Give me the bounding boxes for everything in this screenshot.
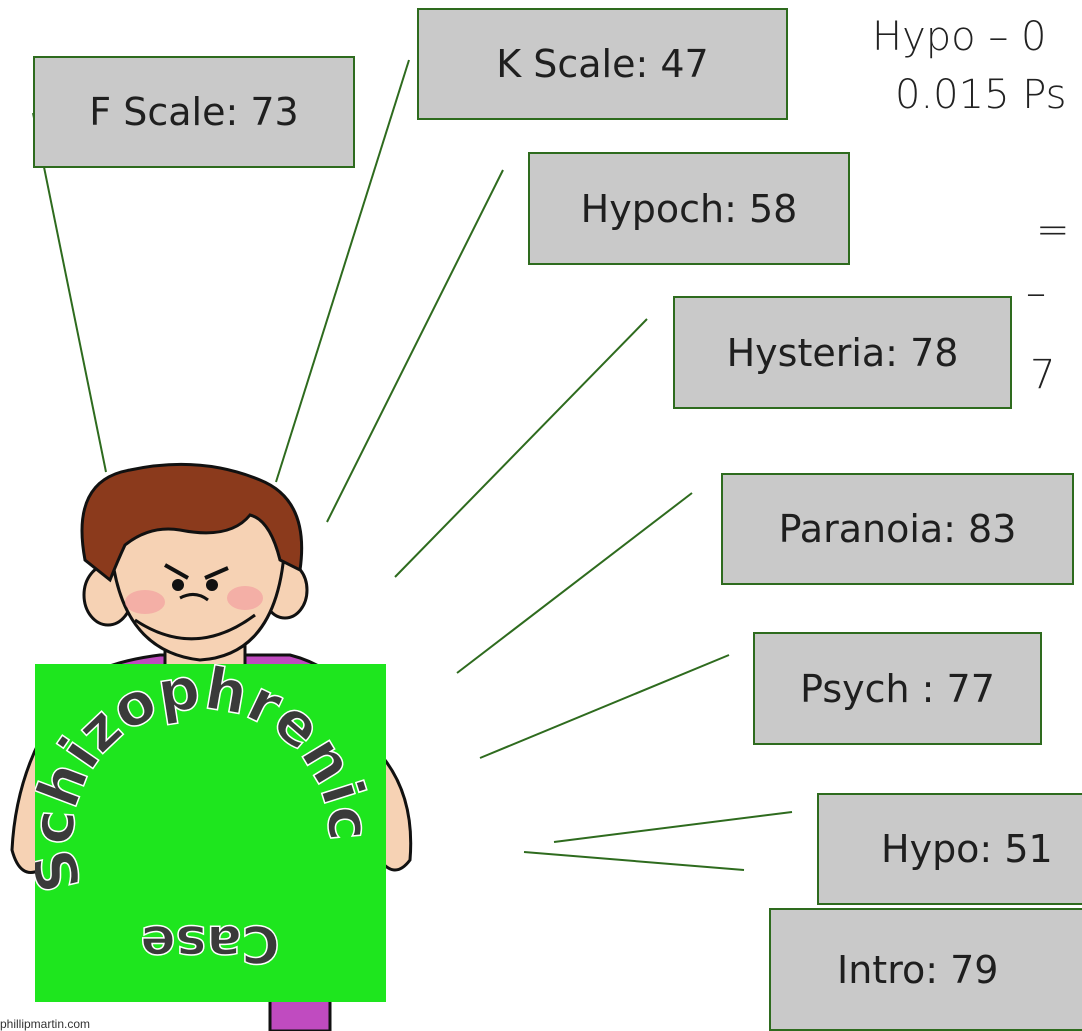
psych-label: Psych : 77 <box>800 666 995 711</box>
connector-intro <box>523 851 745 871</box>
formula-line-2: 0.015 Ps <box>895 72 1067 118</box>
hypo-label: Hypo: 51 <box>881 827 1053 871</box>
intro-label: Intro: 79 <box>837 947 999 992</box>
badge-case-text: Case <box>140 913 279 973</box>
connector-hysteria <box>394 318 648 578</box>
hysteria-box: Hysteria: 78 <box>673 296 1012 409</box>
schizophrenic-case-badge: Schizophrenic Case <box>18 653 386 1002</box>
character-hair <box>80 462 304 583</box>
formula-line-5: 7 <box>1030 352 1056 398</box>
psych-box: Psych : 77 <box>753 632 1042 745</box>
connector-paranoia <box>456 492 693 674</box>
character-smile <box>134 613 256 641</box>
f-scale-label: F Scale: 73 <box>89 90 299 134</box>
intro-box: Intro: 79 <box>769 908 1082 1031</box>
paranoia-label: Paranoia: 83 <box>778 507 1017 551</box>
connector-hypo <box>553 811 793 843</box>
f-scale-box: F Scale: 73 <box>33 56 355 168</box>
formula-line-1: Hypo – 0 <box>872 14 1047 60</box>
paranoia-box: Paranoia: 83 <box>721 473 1074 585</box>
badge-arc-text: Schizophrenic <box>18 653 385 900</box>
k-scale-label: K Scale: 47 <box>496 42 709 86</box>
formula-line-3: = <box>1036 207 1070 253</box>
connector-f-scale <box>32 112 107 473</box>
credit-text: phillipmartin.com <box>0 1018 91 1031</box>
hypo-box: Hypo: 51 <box>817 793 1082 905</box>
hypoch-label: Hypoch: 58 <box>580 186 798 231</box>
formula-line-4: – <box>1026 270 1046 316</box>
svg-text:Schizophrenic: Schizophrenic <box>35 664 384 899</box>
connector-psych <box>479 654 730 759</box>
connector-hypoch <box>326 169 504 523</box>
hysteria-label: Hysteria: 78 <box>726 330 959 375</box>
k-scale-box: K Scale: 47 <box>417 8 788 120</box>
hypoch-box: Hypoch: 58 <box>528 152 850 265</box>
connector-k-scale <box>275 59 410 483</box>
